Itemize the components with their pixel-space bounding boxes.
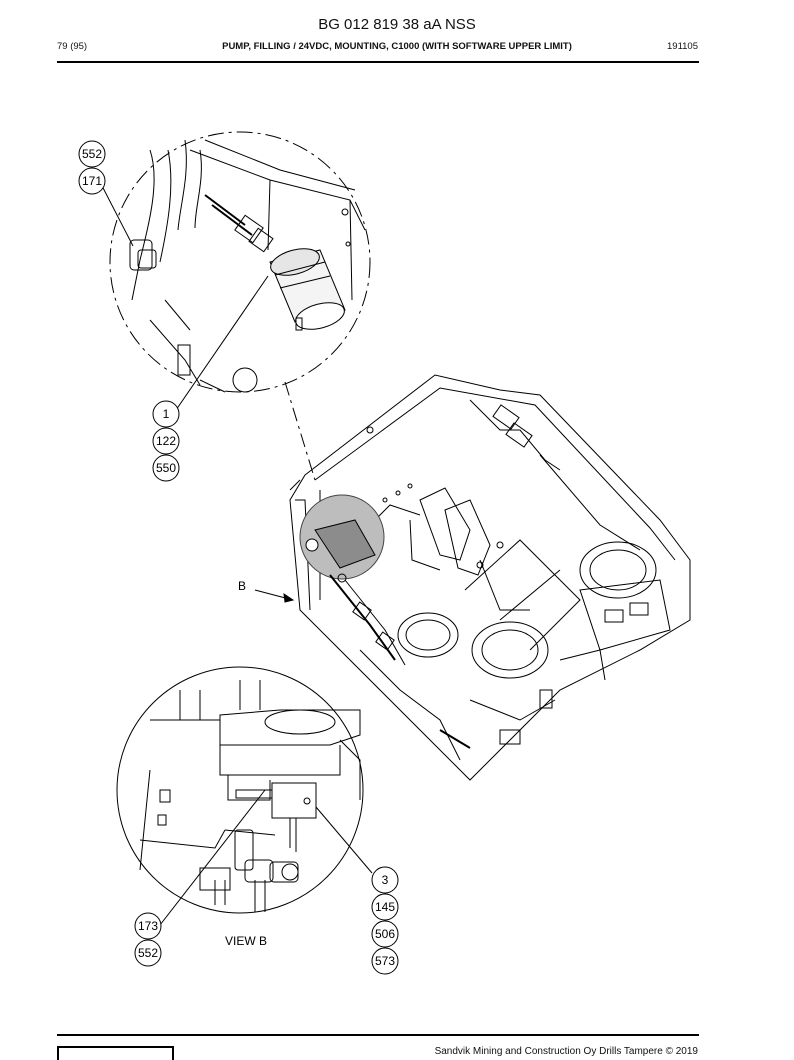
date-code: 191105 [667, 41, 698, 52]
header-rule [57, 61, 699, 63]
balloon-label: 552 [138, 946, 158, 960]
balloon-label: 145 [375, 900, 395, 914]
footer-rule [57, 1034, 699, 1036]
balloon [78, 140, 106, 168]
balloon-label: 122 [156, 434, 176, 448]
balloon-label: 573 [375, 954, 395, 968]
balloon [152, 427, 180, 455]
balloon [371, 947, 399, 975]
view-b-label: VIEW B [225, 934, 267, 948]
section-title: PUMP, FILLING / 24VDC, MOUNTING, C1000 (… [222, 41, 572, 52]
balloons-mid: 1 122 550 [152, 400, 180, 482]
balloon-label: 171 [82, 174, 102, 188]
view-b-arrow [254, 589, 295, 603]
document-title: BG 012 819 38 aA NSS [318, 16, 476, 33]
balloons-view-right: 3 145 506 573 [371, 866, 399, 975]
page-number: 79 (95) [57, 41, 88, 52]
balloon [371, 920, 399, 948]
balloon [134, 912, 162, 940]
company-logo [57, 1046, 174, 1060]
balloon [134, 939, 162, 967]
balloon-label: 552 [82, 147, 102, 161]
balloon-label: 506 [375, 927, 395, 941]
balloon [78, 167, 106, 195]
balloon [371, 893, 399, 921]
balloon [152, 400, 180, 428]
main-frame [289, 374, 691, 781]
detail-circle-bottom [116, 666, 373, 926]
balloon-label: 173 [138, 919, 158, 933]
view-arrow-label: B [238, 579, 246, 593]
balloon-label: 550 [156, 461, 176, 475]
balloon [371, 866, 399, 894]
detail-circle-top [99, 131, 371, 411]
balloon [152, 454, 180, 482]
balloons-top: 552 171 [78, 140, 106, 195]
copyright-text: Sandvik Mining and Construction Oy Drill… [434, 1046, 698, 1057]
balloons-view-left: 173 552 [134, 912, 162, 967]
balloon-label: 1 [163, 407, 170, 421]
piping-cluster [199, 829, 299, 912]
balloon-label: 3 [382, 873, 389, 887]
pump-motor [269, 248, 346, 331]
